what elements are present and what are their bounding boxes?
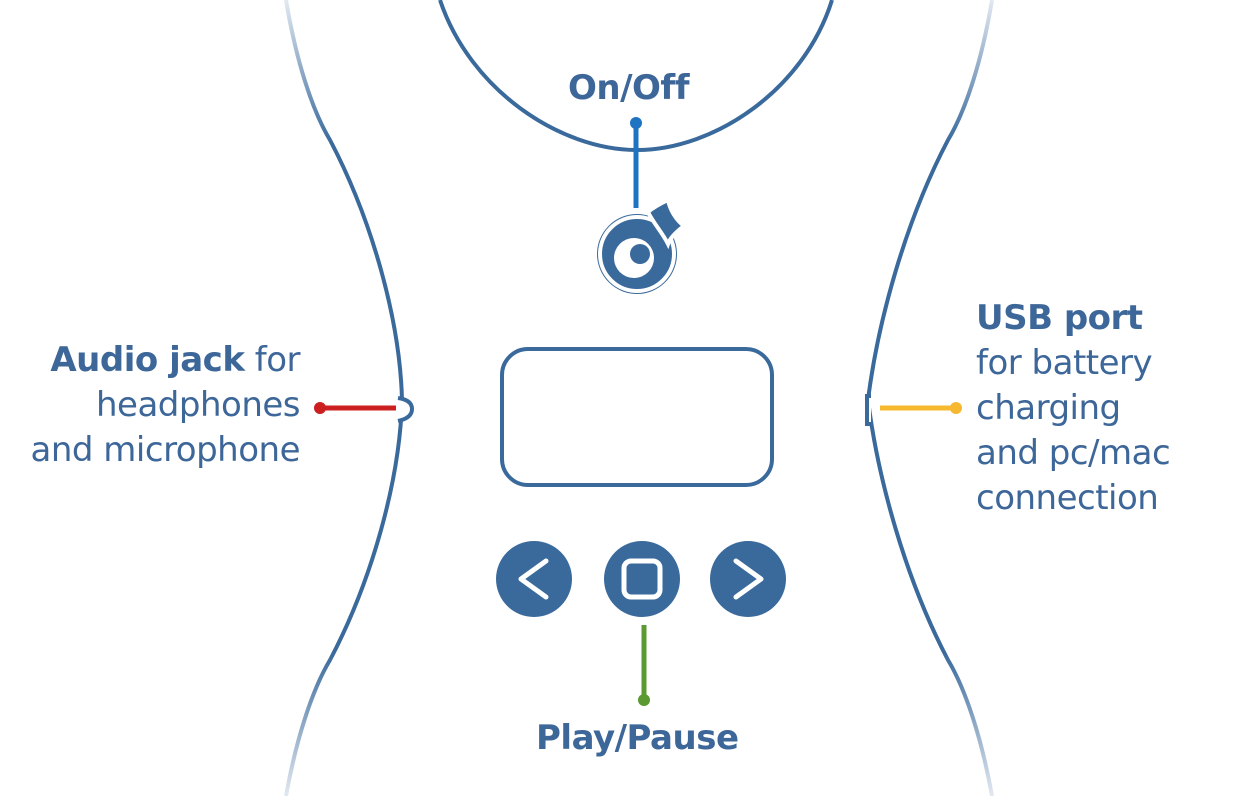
audio-leader-dot: [314, 402, 326, 414]
usb-port-line-3: charging: [976, 388, 1121, 428]
chevron-right-icon[interactable]: [710, 541, 786, 617]
usb-port-line-4: and pc/mac: [976, 433, 1171, 473]
usb-port-title: USB port: [976, 298, 1143, 338]
on-off-label: On/Off: [568, 68, 690, 108]
power-leader-dot: [630, 117, 642, 129]
power-button-icon[interactable]: [593, 197, 688, 298]
audio-jack-line-1-rest: for: [244, 340, 301, 380]
usb-port-line-2: for battery: [976, 343, 1153, 383]
usb-port-label: USB port for battery charging and pc/mac…: [976, 296, 1171, 521]
display-screen: [500, 347, 774, 487]
usb-port-line-5: connection: [976, 478, 1159, 518]
audio-jack-line-2: headphones: [96, 385, 301, 425]
play-pause-label: Play/Pause: [536, 718, 739, 758]
left-body-edge: [284, 0, 405, 796]
audio-jack-label: Audio jack for headphones and microphone: [30, 338, 301, 473]
right-body-edge: [865, 0, 994, 796]
audio-jack-title: Audio jack: [50, 340, 245, 380]
audio-jack-line-3: and microphone: [30, 430, 301, 470]
audio-jack-line-1: Audio jack for: [31, 338, 300, 383]
chevron-left-icon[interactable]: [496, 541, 572, 617]
usb-port-notch: [865, 394, 871, 426]
audio-jack-notch: [397, 396, 415, 423]
play-leader-dot: [638, 694, 650, 706]
square-stop-icon[interactable]: [604, 541, 680, 617]
usb-leader-dot: [950, 402, 962, 414]
